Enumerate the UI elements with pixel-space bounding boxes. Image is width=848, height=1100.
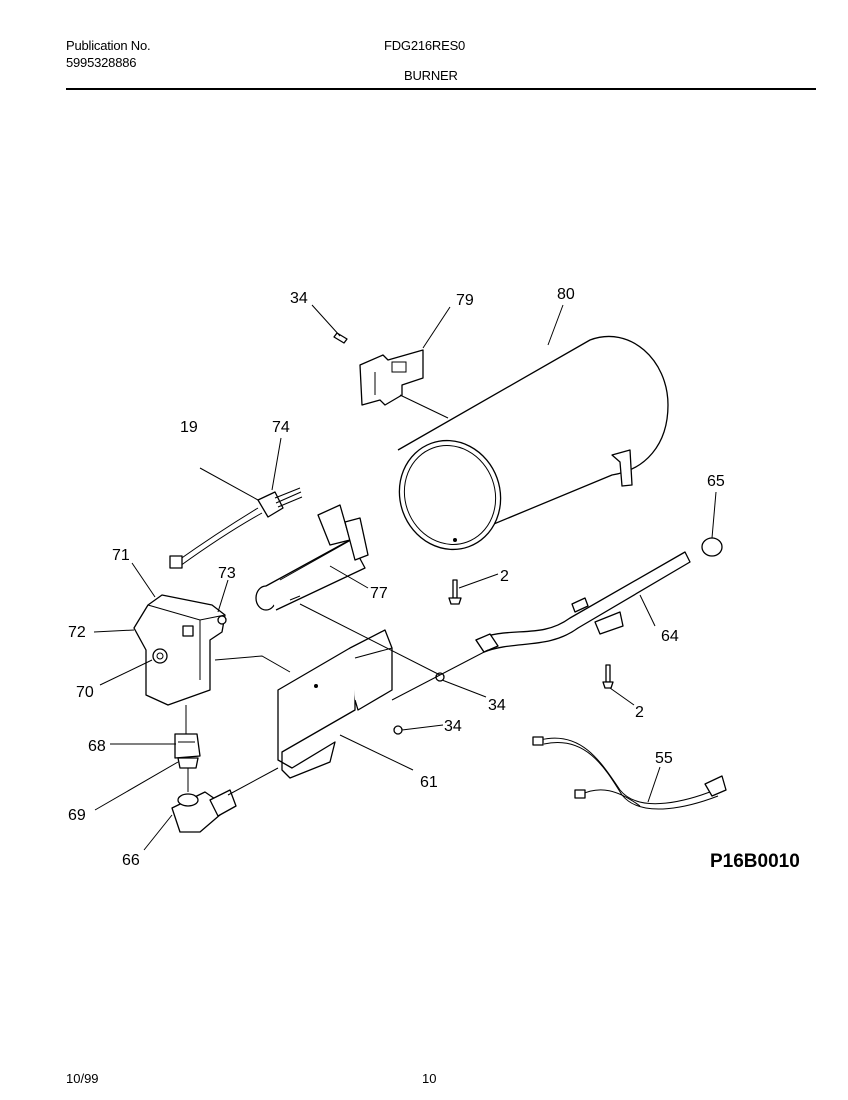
- part-34-screw-top: [333, 332, 348, 344]
- callout-66: 66: [122, 852, 140, 869]
- callout-79: 79: [456, 292, 474, 309]
- part-80-combustion-chamber: [397, 335, 669, 551]
- drawing-code: P16B0010: [710, 851, 800, 872]
- footer-page-number: 10: [422, 1071, 437, 1086]
- part-71-gas-valve: [133, 594, 227, 706]
- part-66-elbow: [171, 789, 237, 833]
- part-34-screw-lower: [393, 725, 403, 735]
- callout-labels: 34 79 80 19 74 65 71 73 77 2 72 64 70 34…: [68, 286, 725, 869]
- callout-72: 72: [68, 624, 86, 641]
- callout-2-upper: 2: [500, 568, 509, 585]
- part-68-fitting: [174, 733, 201, 759]
- footer-date: 10/99: [66, 1071, 99, 1086]
- part-65-cap: [701, 537, 723, 557]
- callout-71: 71: [112, 547, 130, 564]
- callout-61: 61: [420, 774, 438, 791]
- part-2-screw-upper: [448, 579, 462, 605]
- callout-80: 80: [557, 286, 575, 303]
- part-74-igniter: [257, 487, 303, 518]
- callout-2-lower: 2: [635, 704, 644, 721]
- callout-69: 69: [68, 807, 86, 824]
- section-title: BURNER: [404, 68, 458, 83]
- part-61-mounting-bracket: [277, 629, 393, 779]
- publication-number: 5995328886: [66, 55, 137, 70]
- callout-65: 65: [707, 473, 725, 490]
- part-55-wire-harness: [532, 736, 727, 810]
- callout-77: 77: [370, 585, 388, 602]
- part-2-screw-lower: [602, 664, 614, 689]
- callout-55: 55: [655, 750, 673, 767]
- callout-73: 73: [218, 565, 236, 582]
- model-number: FDG216RES0: [384, 38, 466, 53]
- callout-34-middle: 34: [488, 697, 506, 714]
- callout-19: 19: [180, 419, 198, 436]
- part-77-burner-tube: [255, 504, 369, 611]
- publication-label: Publication No.: [66, 38, 151, 53]
- callout-70: 70: [76, 684, 94, 701]
- leader-lines: [93, 304, 717, 851]
- part-79-flame-sensor: [359, 349, 449, 419]
- callout-34-top: 34: [290, 290, 308, 307]
- header-rule: [66, 88, 816, 90]
- part-19-igniter-lead: [169, 507, 263, 569]
- part-64-gas-supply-pipe: [475, 551, 691, 653]
- callout-68: 68: [88, 738, 106, 755]
- part-69-nut: [177, 757, 199, 769]
- callout-34-lower: 34: [444, 718, 462, 735]
- callout-64: 64: [661, 628, 679, 645]
- callout-74: 74: [272, 419, 290, 436]
